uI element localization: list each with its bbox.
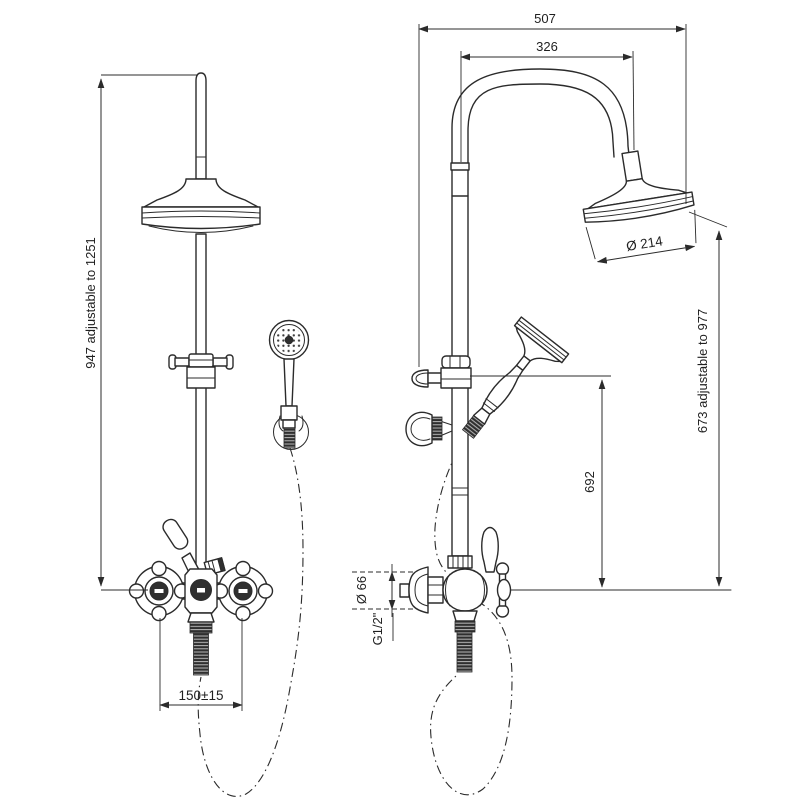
hand-shower-side	[461, 316, 570, 439]
outlet-thread-side	[456, 631, 473, 673]
cross-handle-side	[495, 562, 512, 618]
dim-overall-depth: 507	[418, 11, 687, 367]
label-outlet-thread: G1/2"	[370, 612, 394, 645]
cross-handle-right	[212, 560, 274, 622]
dim-front-height: 947 adjustable to 1251	[83, 74, 197, 591]
mixer-valve-side	[399, 526, 732, 673]
dim-side-height-label: 673 adjustable to 977	[695, 309, 710, 433]
dim-front-height-label: 947 adjustable to 1251	[83, 237, 98, 369]
wall-bracket-side	[405, 411, 453, 447]
dim-flange-diameter-label: Ø 66	[354, 576, 369, 604]
dim-arm-projection-label: 326	[536, 39, 558, 54]
dim-head-diameter: Ø 214	[585, 209, 697, 264]
dim-valve-centers: 150±15	[159, 618, 243, 711]
gooseneck-arm	[450, 68, 631, 197]
dim-arm-projection: 326	[460, 39, 635, 162]
wall-supply-stub	[399, 583, 410, 598]
front-view: 947 adjustable to 1251 150±15	[83, 72, 310, 797]
label-outlet-thread-text: G1/2"	[370, 612, 385, 645]
shower-hose-front	[197, 447, 304, 797]
slide-bracket-side	[411, 355, 472, 389]
side-view: Ø 214	[352, 11, 732, 796]
shower-hose-side-upper	[434, 451, 458, 573]
wall-flange	[408, 566, 429, 614]
dim-riser-height-label: 692	[582, 471, 597, 493]
lever-side	[481, 526, 499, 573]
dim-flange-diameter: Ø 66	[352, 564, 416, 617]
hand-shower-handle	[283, 358, 295, 407]
rain-shower-head-side: Ø 214	[582, 150, 697, 264]
rain-shower-head-front	[141, 178, 261, 233]
dim-overall-depth-label: 507	[534, 11, 556, 26]
dim-riser-height: 692	[470, 375, 611, 588]
shower-hose-side-loop	[430, 600, 513, 796]
slider-knob	[411, 369, 429, 388]
riser-pipe-front	[195, 72, 207, 571]
cross-handle-left	[128, 560, 190, 622]
outlet-thread-front	[193, 632, 209, 676]
mixer-valve-front	[128, 518, 274, 676]
dim-side-height: 673 adjustable to 977	[688, 211, 728, 587]
dim-valve-centers-label: 150±15	[179, 688, 224, 703]
dim-head-diameter-label: Ø 214	[625, 233, 664, 254]
hose-nut-front	[283, 427, 296, 449]
slide-bracket-front	[168, 353, 234, 389]
hand-shower-front	[268, 319, 310, 450]
